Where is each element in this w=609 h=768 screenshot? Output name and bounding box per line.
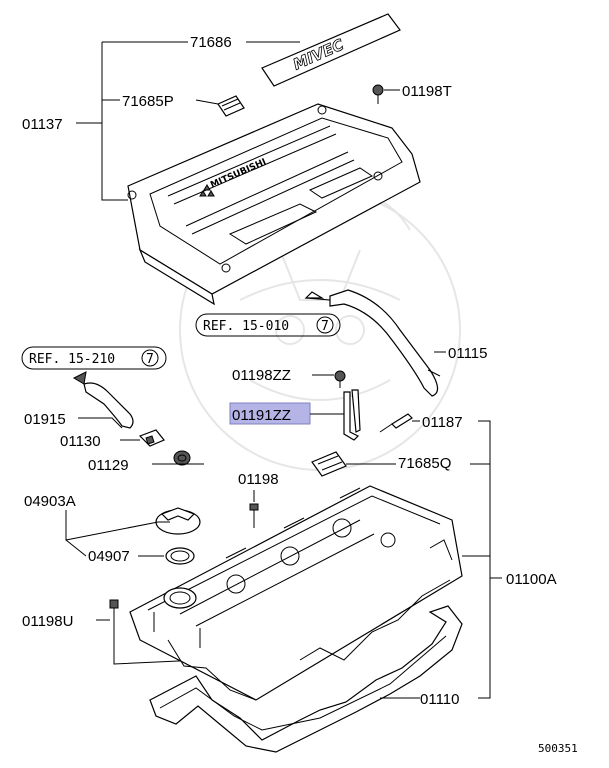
gasket-04907-icon (165, 547, 195, 565)
label-01198zz: 01198ZZ (232, 367, 291, 384)
pcv-valve-01130-icon (138, 429, 165, 447)
grommet-01129-icon (173, 450, 191, 466)
reference-15-010-number: 7 (321, 319, 329, 334)
oil-filler-cap-04903a-icon (155, 507, 201, 535)
label-01129: 01129 (88, 457, 129, 474)
label-01137: 01137 (22, 116, 63, 133)
bracket-01191zz-icon (343, 389, 361, 441)
reference-15-210-text: REF. 15-210 (29, 352, 115, 367)
figure-id: 500351 (538, 742, 578, 755)
valve-cover-gasket-01110 (149, 605, 463, 753)
label-71685p-icon (217, 95, 245, 117)
engine-cover: MITSUBISHI (127, 103, 421, 306)
label-01915: 01915 (24, 411, 66, 428)
reference-15-210: REF. 15-210 7 (21, 346, 167, 370)
mitsubishi-logo-icon (199, 184, 215, 197)
label-01198: 01198 (238, 471, 279, 488)
label-01130: 01130 (60, 433, 101, 450)
emblem-text: MIVEC (290, 36, 346, 74)
valve-cover-01100a (129, 485, 463, 701)
bolt-01198-icon (249, 503, 259, 528)
label-01100a: 01100A (506, 571, 557, 588)
label-71686: 71686 (190, 34, 232, 51)
label-01115: 01115 (448, 345, 488, 362)
label-01187: 01187 (422, 414, 463, 431)
label-71685p: 71685P (122, 93, 174, 110)
label-01191zz: 01191ZZ (232, 407, 291, 424)
pcv-hose-01915 (83, 382, 134, 429)
reference-15-010-text: REF. 15-010 (203, 319, 289, 334)
label-01198t: 01198T (402, 83, 452, 100)
bolt-01198zz-icon (334, 370, 346, 388)
arrow-to-ref-15-210-icon (72, 371, 87, 385)
label-01110: 01110 (420, 691, 460, 708)
reference-15-210-number: 7 (146, 352, 154, 367)
emblem-plate: MIVEC (261, 13, 401, 87)
breather-hose-01115 (304, 289, 441, 397)
long-bolt-01198u-icon (109, 599, 119, 640)
label-04903a: 04903A (24, 493, 76, 510)
label-04907: 04907 (88, 548, 130, 565)
bolt-01198t-icon (372, 84, 384, 104)
label-01198u: 01198U (22, 613, 73, 630)
label-71685q-icon (311, 451, 347, 477)
label-71685q: 71685Q (398, 455, 451, 472)
reference-15-010: REF. 15-010 7 (195, 313, 341, 337)
stud-bolt-01187-icon (379, 413, 413, 433)
